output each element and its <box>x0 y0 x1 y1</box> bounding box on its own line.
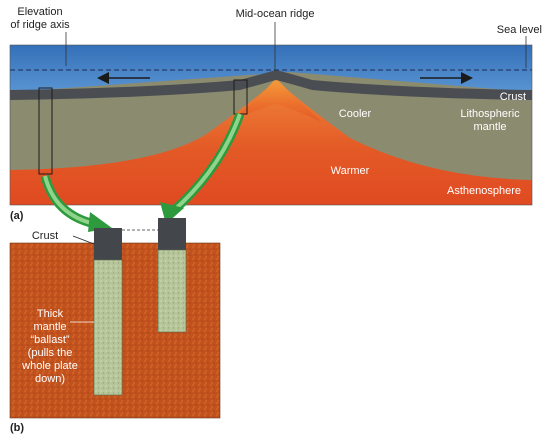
sample-box-thick <box>38 87 53 175</box>
arrow-to-thick-column-highlight <box>43 175 96 226</box>
crust-label-bottom: Crust <box>32 230 58 242</box>
ballast-label-1: Thick <box>37 308 64 320</box>
ballast-label-5: whole plate <box>21 360 78 372</box>
crust-cap-thick <box>94 228 122 260</box>
ballast-label-2: mantle <box>33 321 66 333</box>
mantle-column-thin <box>157 249 187 333</box>
cooler-label: Cooler <box>339 108 372 120</box>
crust-leader <box>72 235 95 245</box>
arrow-head-thick <box>88 212 112 232</box>
crust-label-top: Crust <box>500 91 526 103</box>
elevation-label-2: of ridge axis <box>10 19 70 31</box>
asthenosphere-label: Asthenosphere <box>447 185 521 197</box>
mantle-column-thick <box>93 259 123 396</box>
sample-box-thin <box>233 79 248 115</box>
arrow-to-thin-column-highlight <box>170 113 242 214</box>
asthenosphere-region <box>10 80 532 205</box>
crust-band <box>10 70 532 100</box>
mid-ocean-ridge-label: Mid-ocean ridge <box>236 8 315 20</box>
panel-b <box>9 218 221 419</box>
panel-b-label: (b) <box>10 422 24 434</box>
lithospheric-label-1: Lithospheric <box>460 108 520 120</box>
elevation-label-1: Elevation <box>17 6 62 18</box>
panel-a-label: (a) <box>10 210 24 222</box>
panel-a <box>9 22 533 206</box>
lithospheric-label-2: mantle <box>473 121 506 133</box>
ballast-label-4: (pulls the <box>28 347 73 359</box>
ballast-label-6: down) <box>35 373 65 385</box>
crust-cap-thin <box>158 218 186 250</box>
connector-arrows <box>40 112 245 232</box>
panel-a-frame <box>9 44 533 206</box>
ridge-upwelling <box>232 78 322 122</box>
warmer-label: Warmer <box>331 165 370 177</box>
ballast-label-3: “ballast” <box>30 334 69 346</box>
sea-level-label: Sea level <box>497 24 542 36</box>
